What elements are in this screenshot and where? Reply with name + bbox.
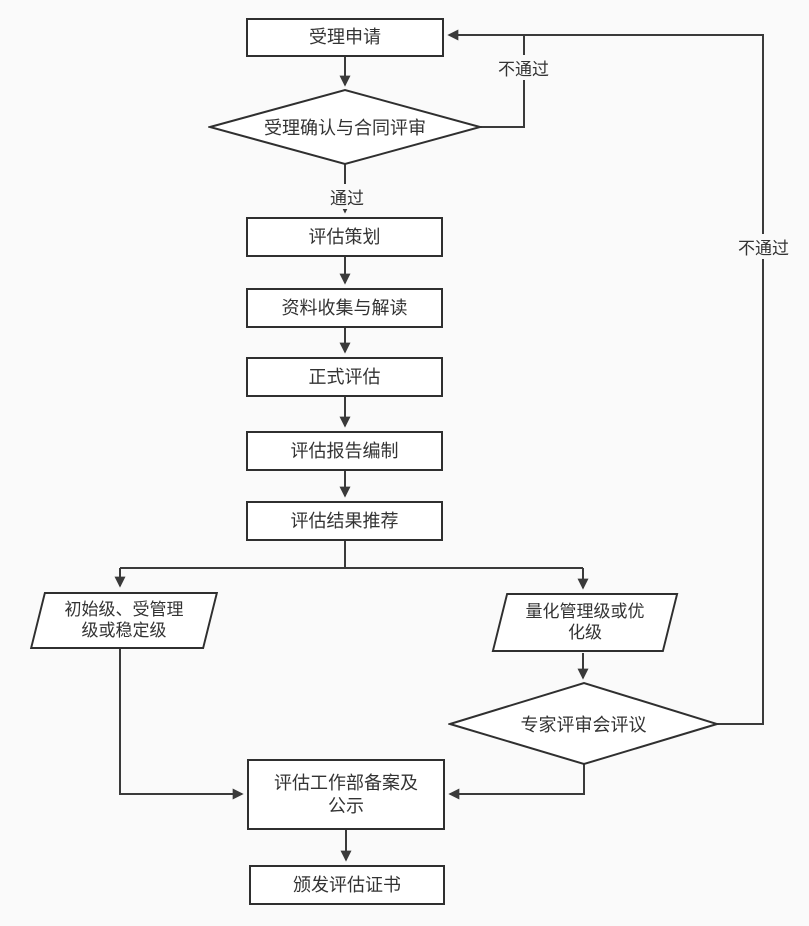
node-label: 评估工作部备案及公示	[274, 773, 418, 816]
edge-label-fail-expert: 不通过	[736, 234, 791, 259]
node-initial-managed-stable-level: 初始级、受管理级或稳定级	[29, 592, 219, 649]
node-label: 专家评审会评议	[520, 714, 647, 735]
node-filing-publicity: 评估工作部备案及公示	[247, 759, 445, 830]
node-expert-review-diamond	[448, 681, 719, 766]
node-assessment-planning: 评估策划	[246, 217, 443, 257]
node-label: 评估结果推荐	[290, 510, 399, 531]
node-data-collection: 资料收集与解读	[246, 288, 443, 328]
node-result-recommendation: 评估结果推荐	[246, 501, 443, 541]
node-label: 正式评估	[308, 366, 381, 387]
node-label: 评估报告编制	[290, 440, 399, 461]
node-quantitative-optimized-level: 量化管理级或优化级	[491, 593, 679, 652]
edge-label-pass: 通过	[328, 184, 366, 209]
node-label: 颁发评估证书	[293, 874, 401, 895]
node-label: 量化管理级或优化级	[525, 602, 645, 643]
node-confirm-review-diamond	[208, 88, 482, 166]
node-label: 初始级、受管理级或稳定级	[64, 600, 184, 641]
edge-label-fail-confirm: 不通过	[496, 55, 551, 80]
edge-confirm-fail-up	[480, 35, 525, 128]
edge-initial-to-filing	[119, 649, 244, 800]
node-report-preparation: 评估报告编制	[246, 431, 443, 471]
node-label: 评估策划	[308, 226, 381, 247]
node-accept-application: 受理申请	[246, 18, 444, 57]
node-label: 受理确认与合同评审	[264, 118, 426, 138]
edge-expert-pass-to-filing	[448, 764, 585, 800]
edge-recommend-split	[120, 541, 583, 569]
node-label: 受理申请	[309, 27, 381, 48]
node-issue-certificate: 颁发评估证书	[249, 865, 445, 905]
edge-expert-fail-to-accept	[447, 29, 764, 725]
node-label: 资料收集与解读	[281, 297, 408, 318]
node-formal-assessment: 正式评估	[246, 357, 443, 397]
